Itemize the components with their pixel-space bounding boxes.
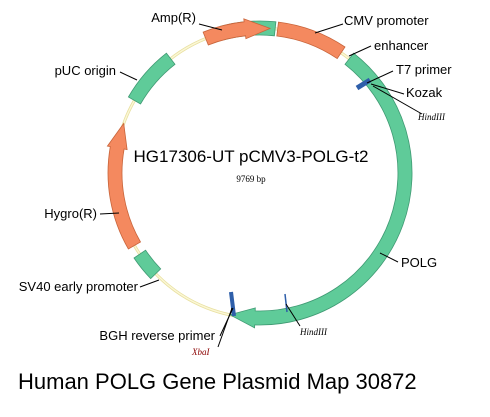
sv40-promoter-arc [133,249,162,280]
polg-arc [228,52,413,329]
hindiii-site-label-1: HindIII [417,112,446,122]
puc-origin-arc [127,52,176,105]
hygro-leader [99,212,120,215]
cmv-leader [314,23,344,34]
enhancer-label: enhancer [374,38,429,53]
hygro-label: Hygro(R) [44,206,97,221]
t7-primer-label: T7 primer [396,62,452,77]
enhancer-arc [276,21,346,60]
xbai-leader [217,307,233,348]
xbai-site-label: XbaI [191,347,210,357]
polg-leader [379,252,399,263]
enhancer-leader [348,45,372,57]
kozak-leader [370,83,405,95]
leader-lines [99,23,423,348]
sv40-leader [139,279,160,288]
hindiii-leader-1 [372,85,423,115]
plasmid-size: 9769 bp [236,174,266,184]
hindiii-leader-2 [285,303,301,327]
amp-label: Amp(R) [151,10,196,25]
figure-caption: Human POLG Gene Plasmid Map 30872 [18,369,417,394]
t7-leader [366,70,394,84]
t7-kozak-marker [355,77,372,91]
kozak-label: Kozak [406,85,443,100]
sv40-promoter-label: SV40 early promoter [19,279,139,294]
bgh-marker [229,291,236,317]
plasmid-name: HG17306-UT pCMV3-POLG-t2 [134,147,369,166]
puc-leader [119,71,138,81]
puc-origin-label: pUC origin [55,63,116,78]
amp-arc [202,18,272,46]
polg-label: POLG [401,255,437,270]
bgh-primer-label: BGH reverse primer [99,328,215,343]
cmv-promoter-label: CMV promoter [344,13,429,28]
hindiii-marker-2 [284,293,288,313]
hygro-arc [106,122,142,250]
amp-leader [198,23,223,31]
hindiii-site-label-2: HindIII [299,327,328,337]
